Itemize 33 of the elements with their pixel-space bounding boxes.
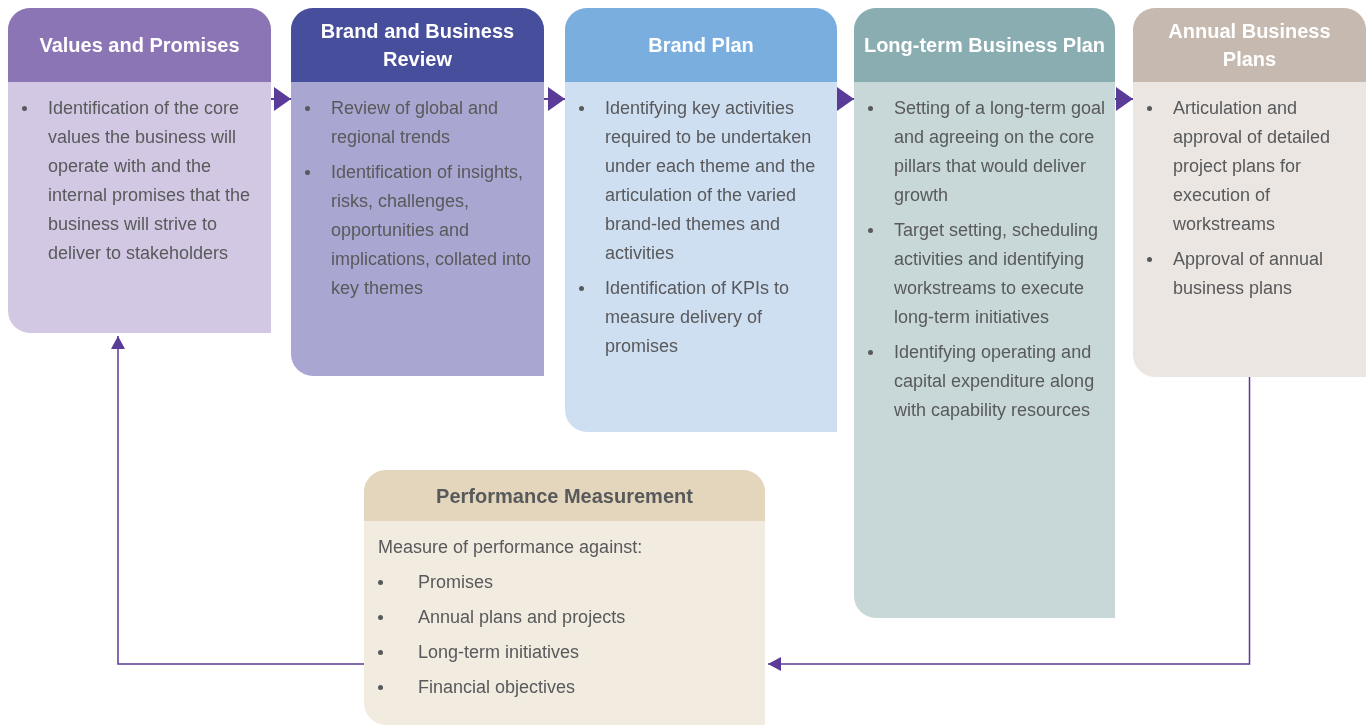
- process-card: [364, 470, 765, 725]
- bullet-text: Setting of a long-term goal and agreeing on the core pillars that would deliver growth: [894, 98, 1106, 205]
- process-card: [854, 8, 1115, 618]
- card-heading: Performance Measurement: [364, 470, 765, 521]
- process-card: [565, 8, 837, 432]
- bullet-text: Approval of annual business plans: [1173, 249, 1324, 298]
- bullet-text: Review of global and regional trends: [331, 98, 499, 147]
- arrow: [767, 376, 1251, 671]
- bullet-text: Identification of the core values the business will operate with and the internal promises that the business will strive to deliver to stakeholders: [48, 98, 251, 263]
- bullet-text: Promises: [418, 572, 493, 592]
- arrow: [1114, 87, 1134, 111]
- process-card: [1133, 8, 1366, 377]
- card-heading: Brand and Business Review: [291, 8, 544, 82]
- bullet-text: Identifying key activities required to be undertaken under each theme and the articulation of the varied brand-led themes and activities: [605, 98, 816, 263]
- bullet-text: Identification of insights, risks, challenges, opportunities and implications, collated into key themes: [331, 162, 532, 298]
- process-card: [291, 8, 544, 376]
- bullet-text: Articulation and approval of detailed project plans for execution of workstreams: [1173, 98, 1331, 234]
- card-heading: Annual Business Plans: [1133, 8, 1366, 82]
- bullet-text: Long-term initiatives: [418, 642, 580, 662]
- arrow: [543, 87, 566, 111]
- card-heading: Long-term Business Plan: [854, 8, 1115, 82]
- bullet-text: Identifying operating and capital expenditure along with capability resources: [894, 342, 1095, 420]
- bullet-text: Target setting, scheduling activities and identifying workstreams to execute long-term initiatives: [894, 220, 1099, 327]
- arrow: [111, 335, 365, 665]
- arrow: [270, 87, 292, 111]
- card-heading: Values and Promises: [8, 8, 271, 82]
- bullet-text: Annual plans and projects: [418, 607, 626, 627]
- bullet-text: Financial objectives: [418, 677, 576, 697]
- intro-text: Measure of performance against:: [378, 537, 643, 557]
- card-heading: Brand Plan: [565, 8, 837, 82]
- process-card: [8, 8, 271, 333]
- bullet-text: Identification of KPIs to measure delivery of promises: [605, 278, 790, 356]
- arrow: [836, 87, 855, 111]
